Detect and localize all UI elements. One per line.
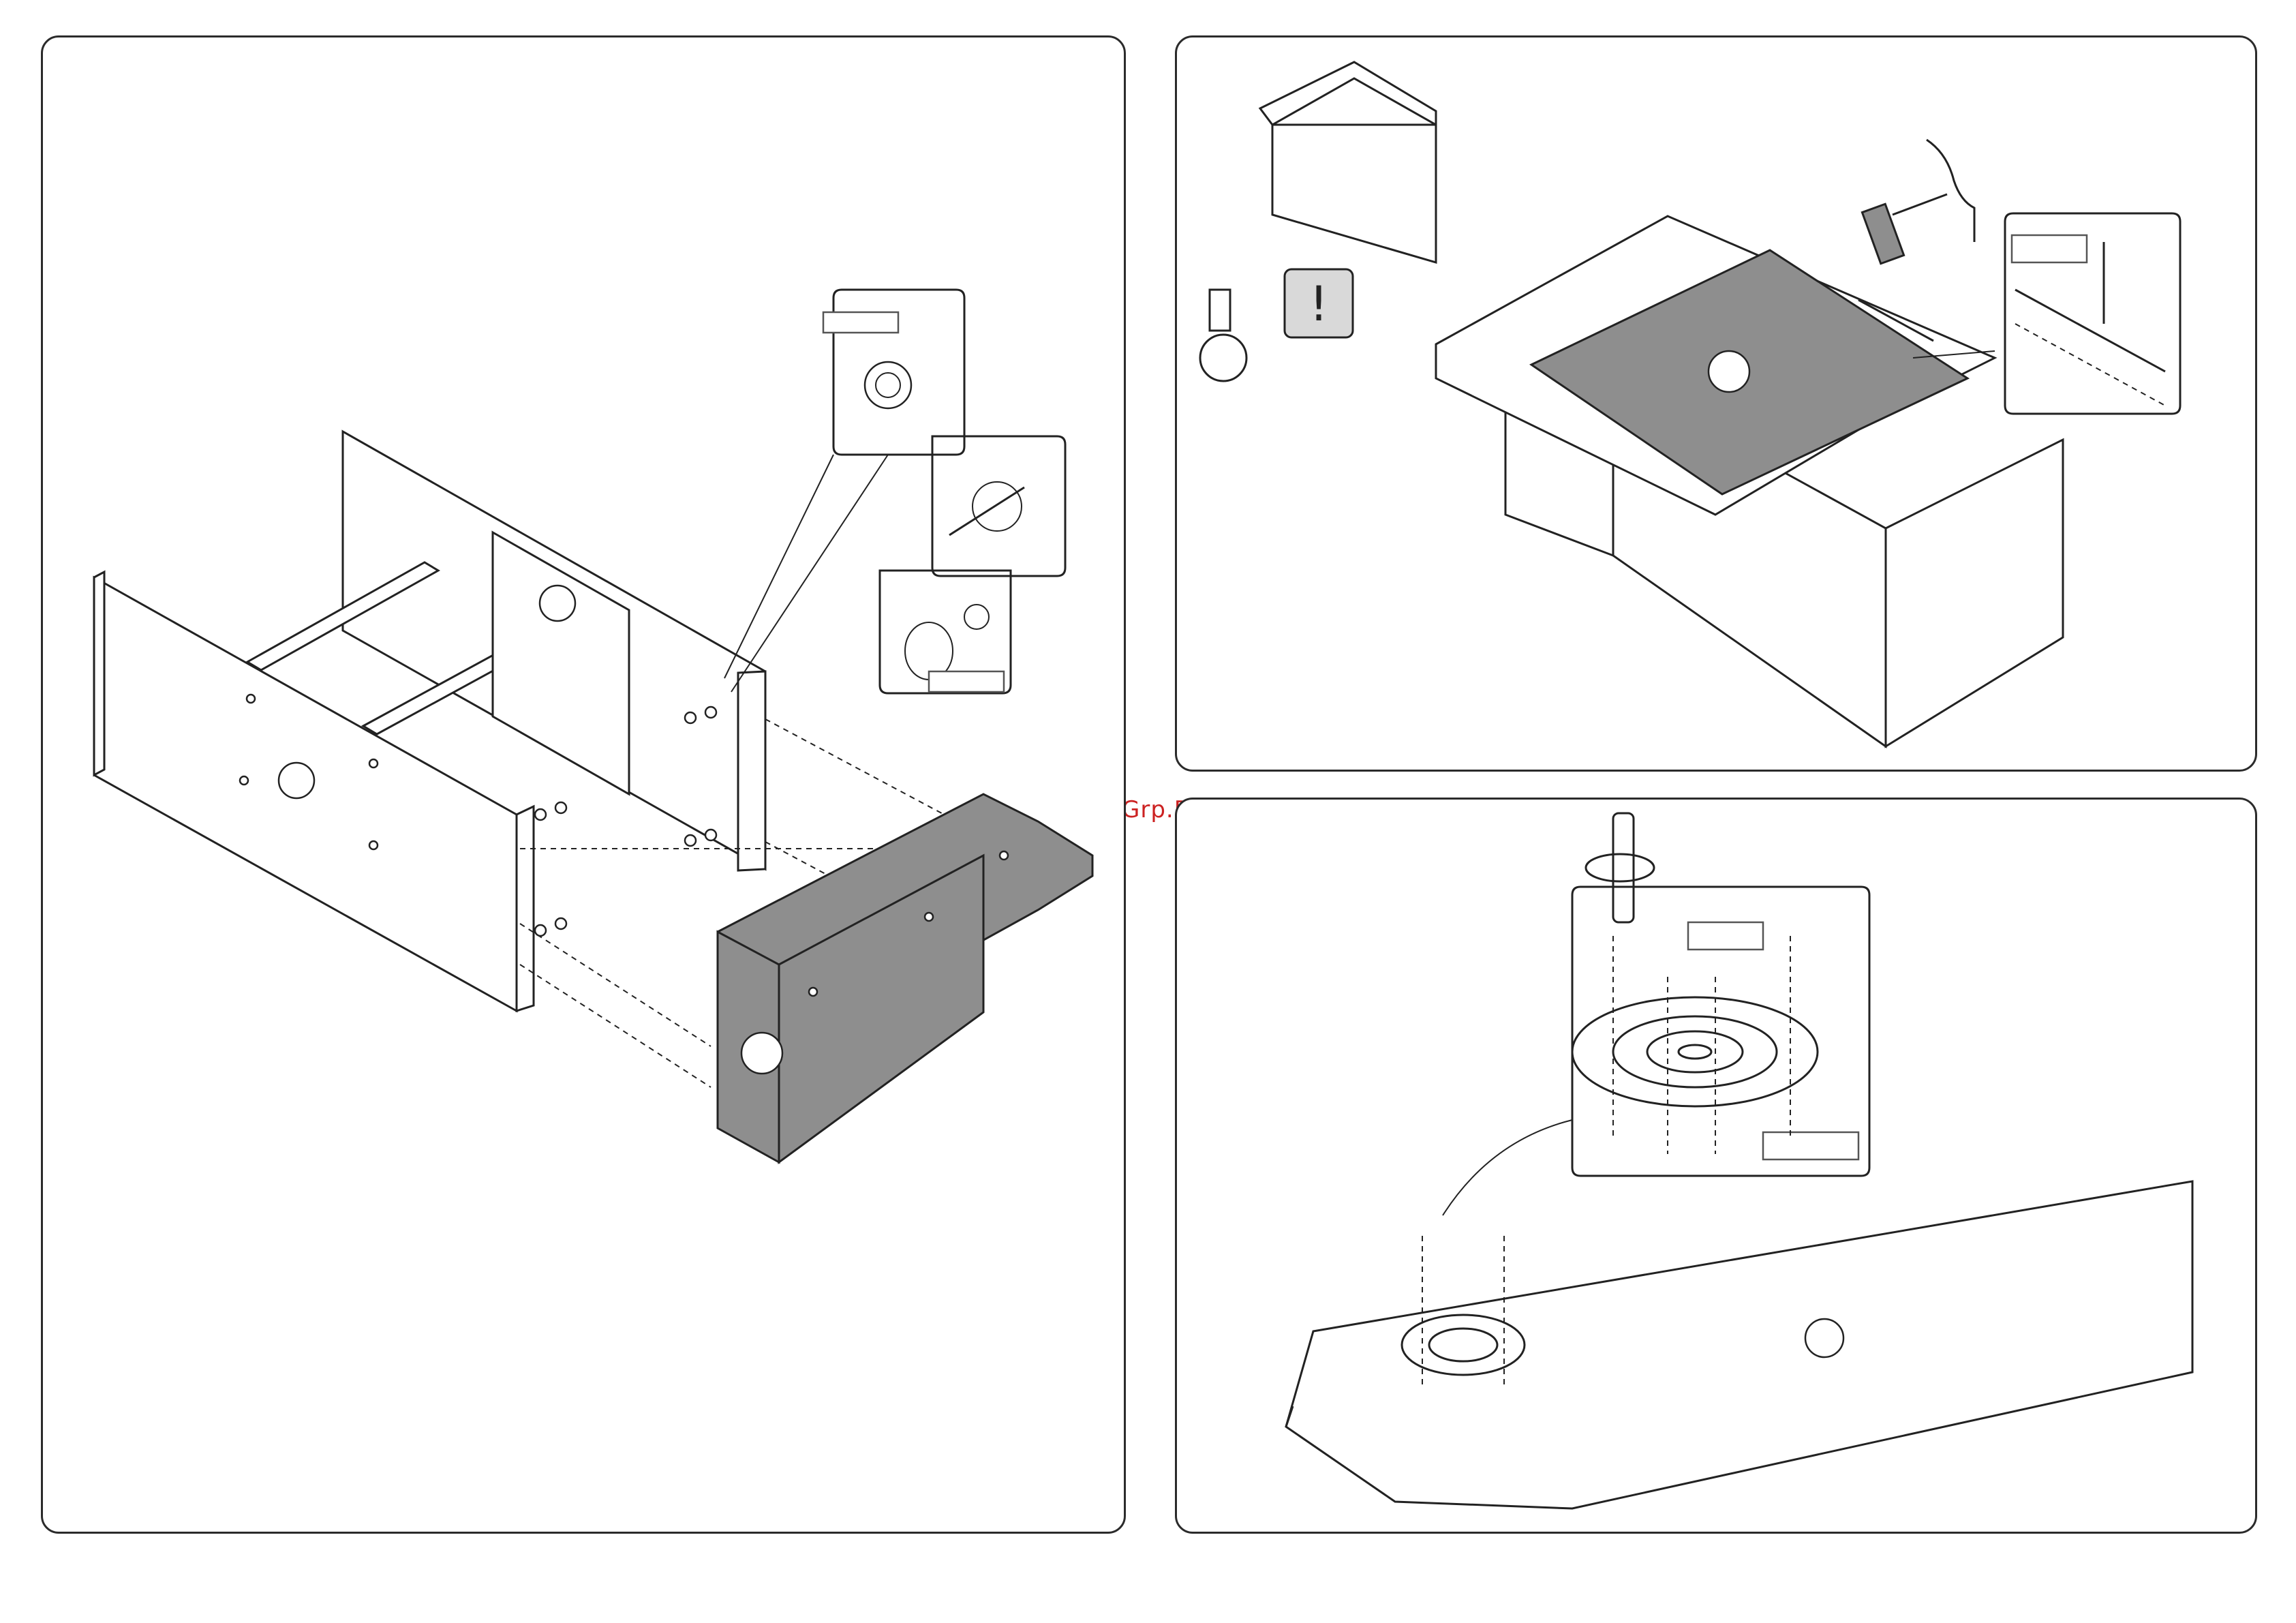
- assembly-swivel-plate-panel: [1175, 798, 2257, 1534]
- tape-measure-icon: [1200, 335, 1246, 381]
- cam-lock-icon: [705, 707, 716, 718]
- part-label-box: [929, 671, 1004, 692]
- screwdriver-icon: [949, 487, 1024, 535]
- detail-callout-screwdriver: [932, 436, 1065, 576]
- cable-hole: [1709, 351, 1749, 392]
- cable-hole: [279, 763, 314, 798]
- right-side-edge: [738, 671, 765, 870]
- part-label-box: [2012, 235, 2087, 262]
- dowel-hole: [1000, 851, 1008, 860]
- callout-pointer: [1443, 1120, 1572, 1215]
- exclamation-icon: !: [1309, 276, 1328, 332]
- cam-lock-icon: [685, 712, 696, 723]
- hammer-icon: [1893, 194, 1947, 215]
- swivel-plate-ring: [1613, 1016, 1777, 1087]
- cam-lock-icon: [865, 362, 911, 408]
- assembly-cabinet-frame-panel: [41, 35, 1126, 1534]
- dowel-hole: [247, 695, 255, 703]
- dowel-hole: [369, 841, 378, 849]
- desk-top-board: [1286, 1181, 2192, 1508]
- cable-hole: [741, 1033, 782, 1074]
- cabinet-right: [1886, 440, 2063, 746]
- cable-hole: [1805, 1319, 1843, 1357]
- cam-lock-icon: [685, 835, 696, 846]
- assembly-guide-line: [520, 965, 711, 1087]
- cabinet-mini-body: [1272, 125, 1436, 262]
- cam-lock-icon: [535, 925, 546, 936]
- swivel-plate-assembly-drawing: [1177, 800, 2259, 1536]
- cam-lock-icon: [555, 918, 566, 929]
- cam-lock-icon: [535, 809, 546, 820]
- dowel-hole: [369, 759, 378, 768]
- dowel-icon: [964, 605, 989, 629]
- assembly-guide-line: [520, 924, 711, 1046]
- cam-lock-icon: [555, 802, 566, 813]
- middle-divider: [493, 532, 629, 794]
- nail-detail-board: [2015, 290, 2165, 371]
- dowel-hole: [240, 776, 248, 785]
- dowel-hole: [925, 913, 933, 921]
- callout-pointer: [724, 455, 833, 678]
- cam-lock-icon: [705, 830, 716, 840]
- screwdriver-icon: [973, 482, 1022, 531]
- dowel-hole: [809, 988, 817, 996]
- cable-hole: [540, 586, 575, 621]
- cabinet-mini-top: [1260, 62, 1436, 125]
- tape-measure-icon: [1210, 290, 1230, 331]
- nail-detail-board: [2015, 324, 2165, 406]
- callout-pointer: [731, 455, 888, 692]
- part-label-box: [823, 312, 898, 333]
- assembly-top-board-panel: !: [1175, 35, 2257, 772]
- cabinet-frame-assembly-drawing: [43, 37, 1128, 1536]
- part-label-box: [1763, 1132, 1858, 1159]
- top-board-assembly-drawing: !: [1177, 37, 2259, 774]
- hand-icon: [1927, 140, 1974, 242]
- swivel-plate-center: [1679, 1045, 1711, 1059]
- swivel-plate: [1572, 997, 1818, 1106]
- swivel-plate-ring: [1647, 1031, 1743, 1072]
- left-side-edge: [94, 572, 104, 775]
- screwdriver-icon: [1613, 813, 1634, 922]
- front-edge: [517, 806, 534, 1011]
- assembly-guide-line: [765, 719, 970, 828]
- part-label-box: [1688, 922, 1763, 950]
